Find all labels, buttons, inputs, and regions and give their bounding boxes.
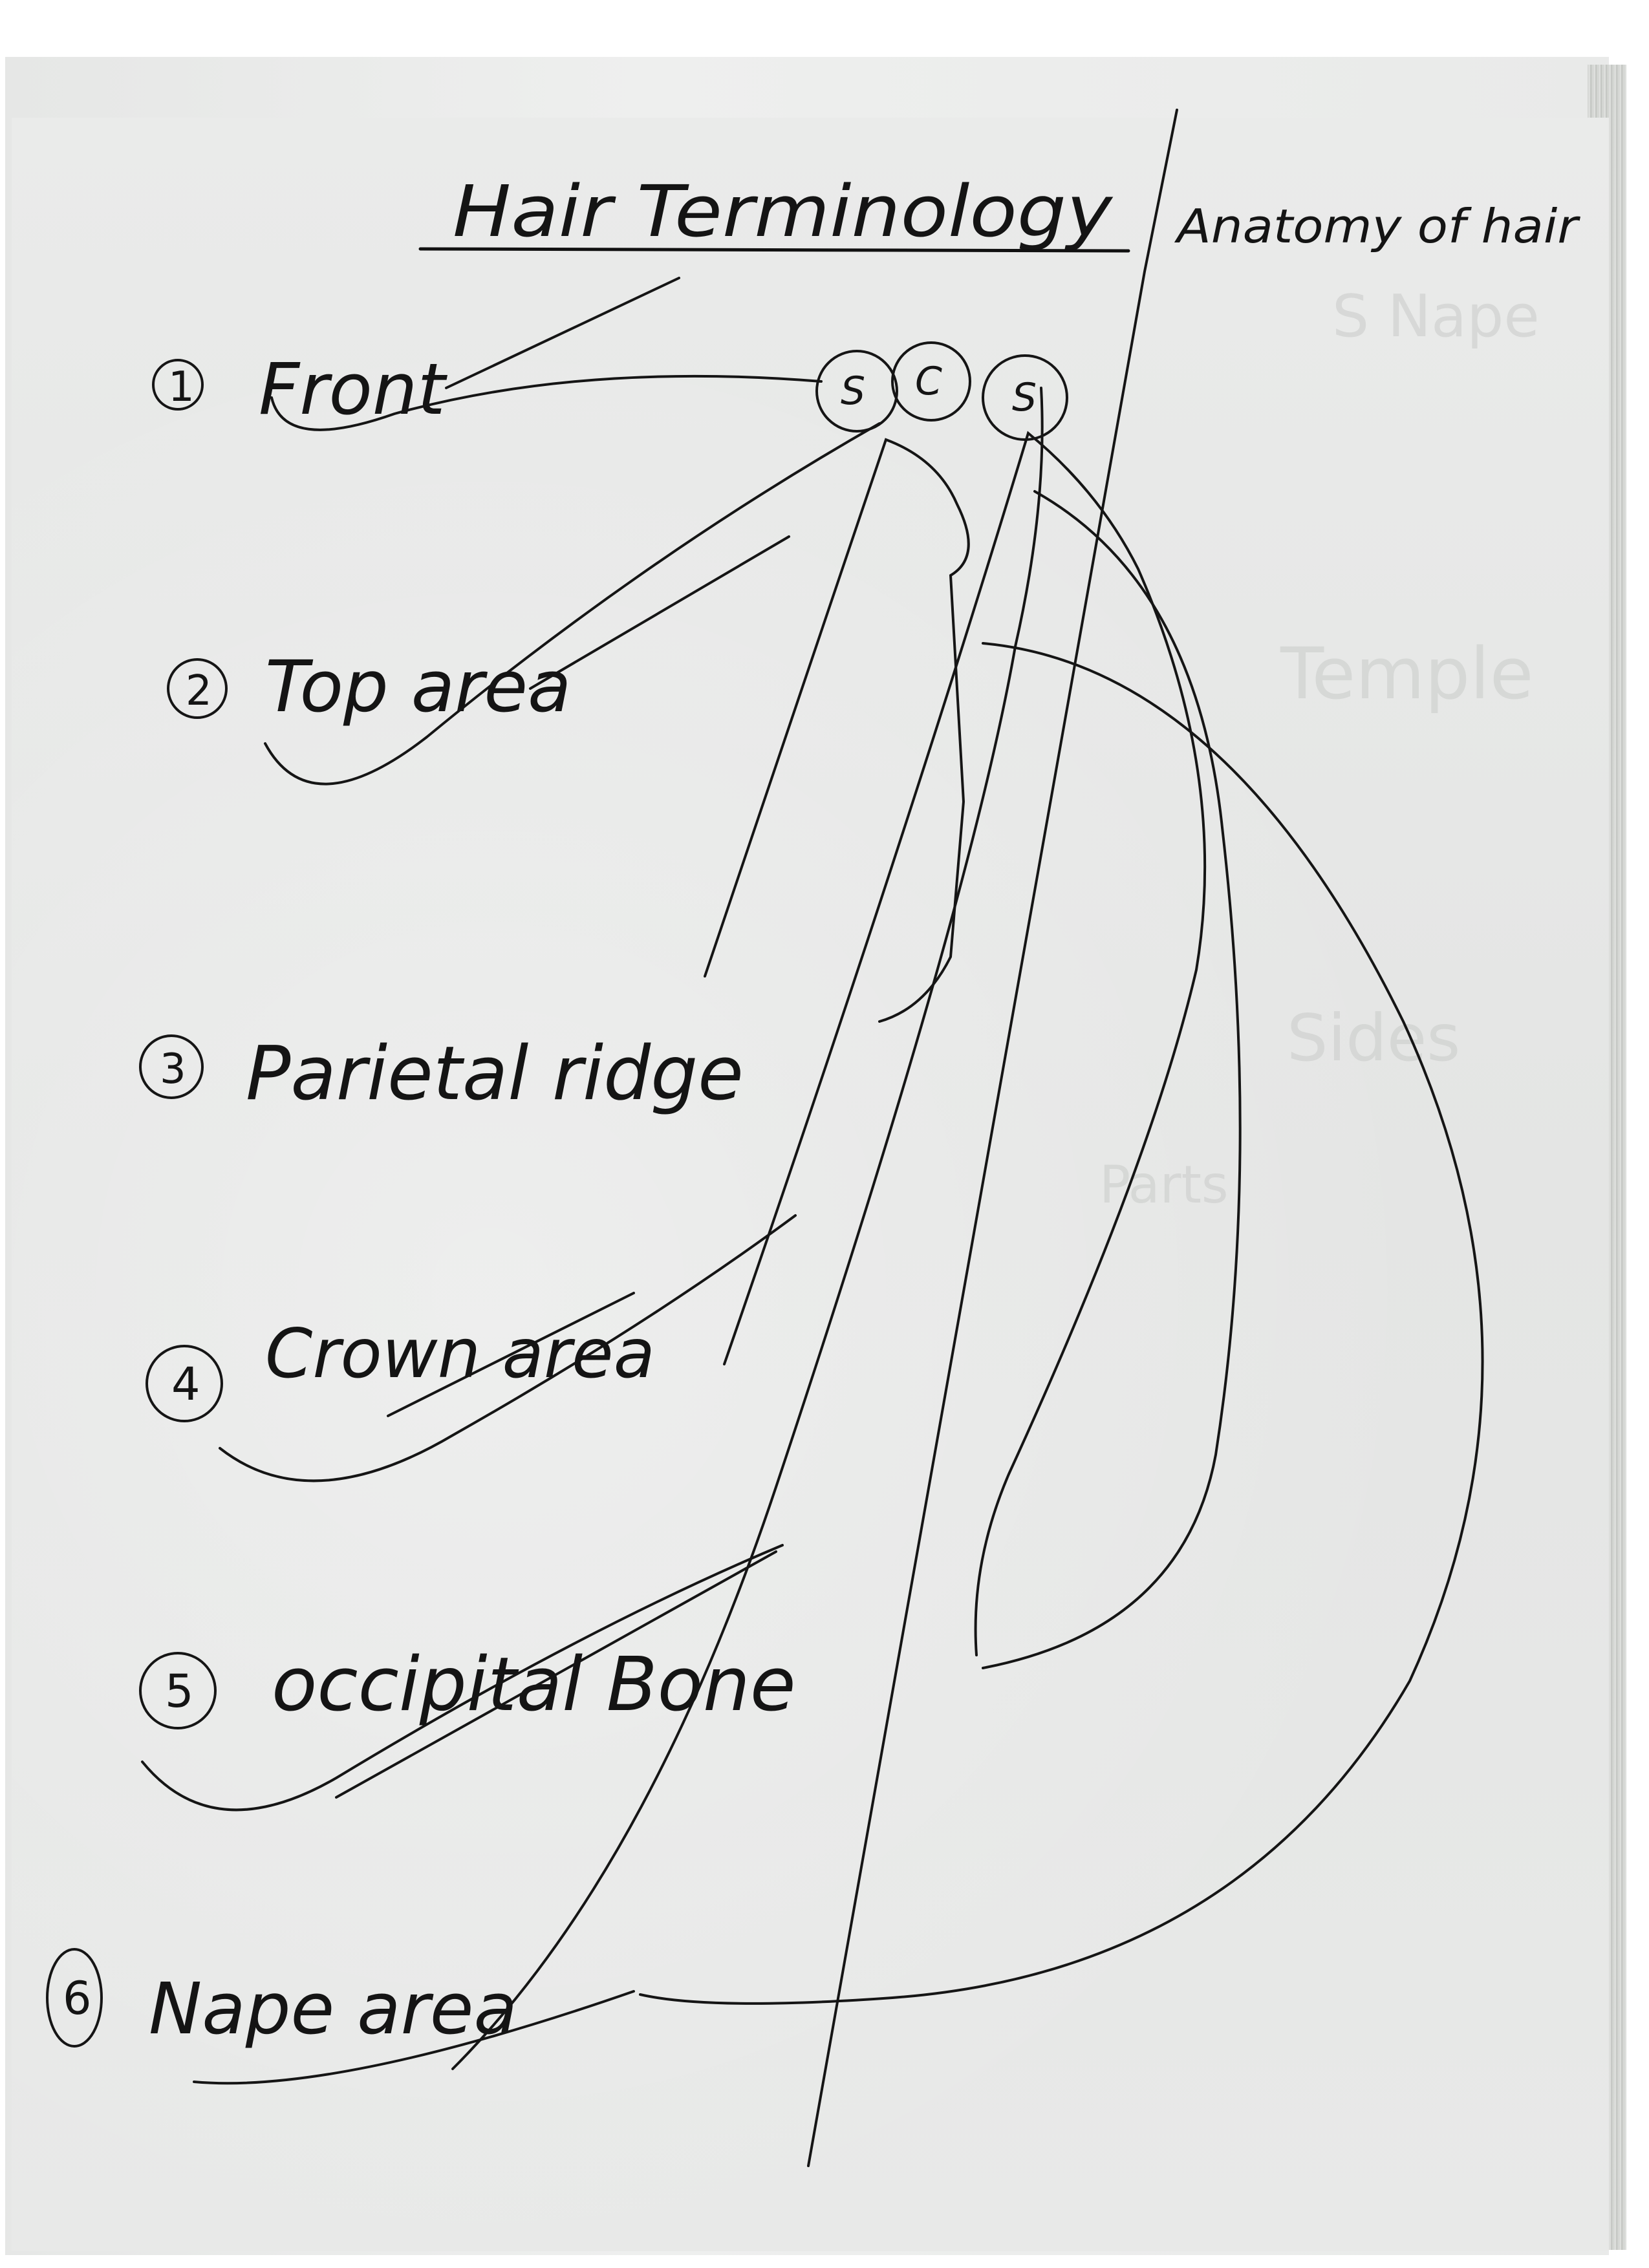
item-label: Crown area — [265, 1314, 655, 1393]
svg-text:Temple: Temple — [1280, 632, 1533, 715]
item-label: Parietal ridge — [246, 1031, 744, 1117]
svg-text:S Nape: S Nape — [1332, 283, 1540, 350]
svg-text:Sides: Sides — [1287, 1000, 1460, 1076]
list-item: 4 Crown area — [146, 1314, 655, 1422]
paper-sheet — [12, 118, 1609, 2251]
item-number: 3 — [160, 1045, 186, 1093]
list-item: 6 Nape area — [46, 1948, 517, 2050]
page-title: Hair Terminology — [453, 170, 1114, 253]
page-subtitle: Anatomy of hair — [1174, 199, 1581, 253]
item-number: 4 — [171, 1358, 200, 1411]
item-label: Front — [259, 348, 448, 431]
list-item: 3 Parietal ridge — [139, 1031, 744, 1117]
bleed-through-marks: S Nape Temple Sides Parts — [1099, 283, 1540, 1215]
diagonal-slash — [807, 109, 1178, 2167]
item-number: 5 — [165, 1665, 194, 1718]
svg-text:S: S — [1012, 375, 1037, 420]
list-item: 1 Front — [152, 348, 448, 431]
item-label: occipital Bone — [272, 1642, 796, 1728]
item-label: Nape area — [149, 1967, 517, 2050]
item-number: 2 — [186, 667, 212, 715]
svg-text:Parts: Parts — [1099, 1155, 1229, 1215]
list-item: 2 Top area — [167, 645, 571, 728]
connector-lines — [141, 277, 1484, 2085]
item-number: 6 — [63, 1972, 92, 2025]
title-underline — [418, 247, 1130, 253]
circle-marks: S C S — [815, 341, 1068, 441]
svg-text:C: C — [915, 359, 942, 404]
svg-text:S: S — [841, 369, 865, 414]
item-number: 1 — [168, 363, 195, 411]
list-item: 5 occipital Bone — [139, 1642, 796, 1729]
item-label: Top area — [265, 645, 571, 728]
